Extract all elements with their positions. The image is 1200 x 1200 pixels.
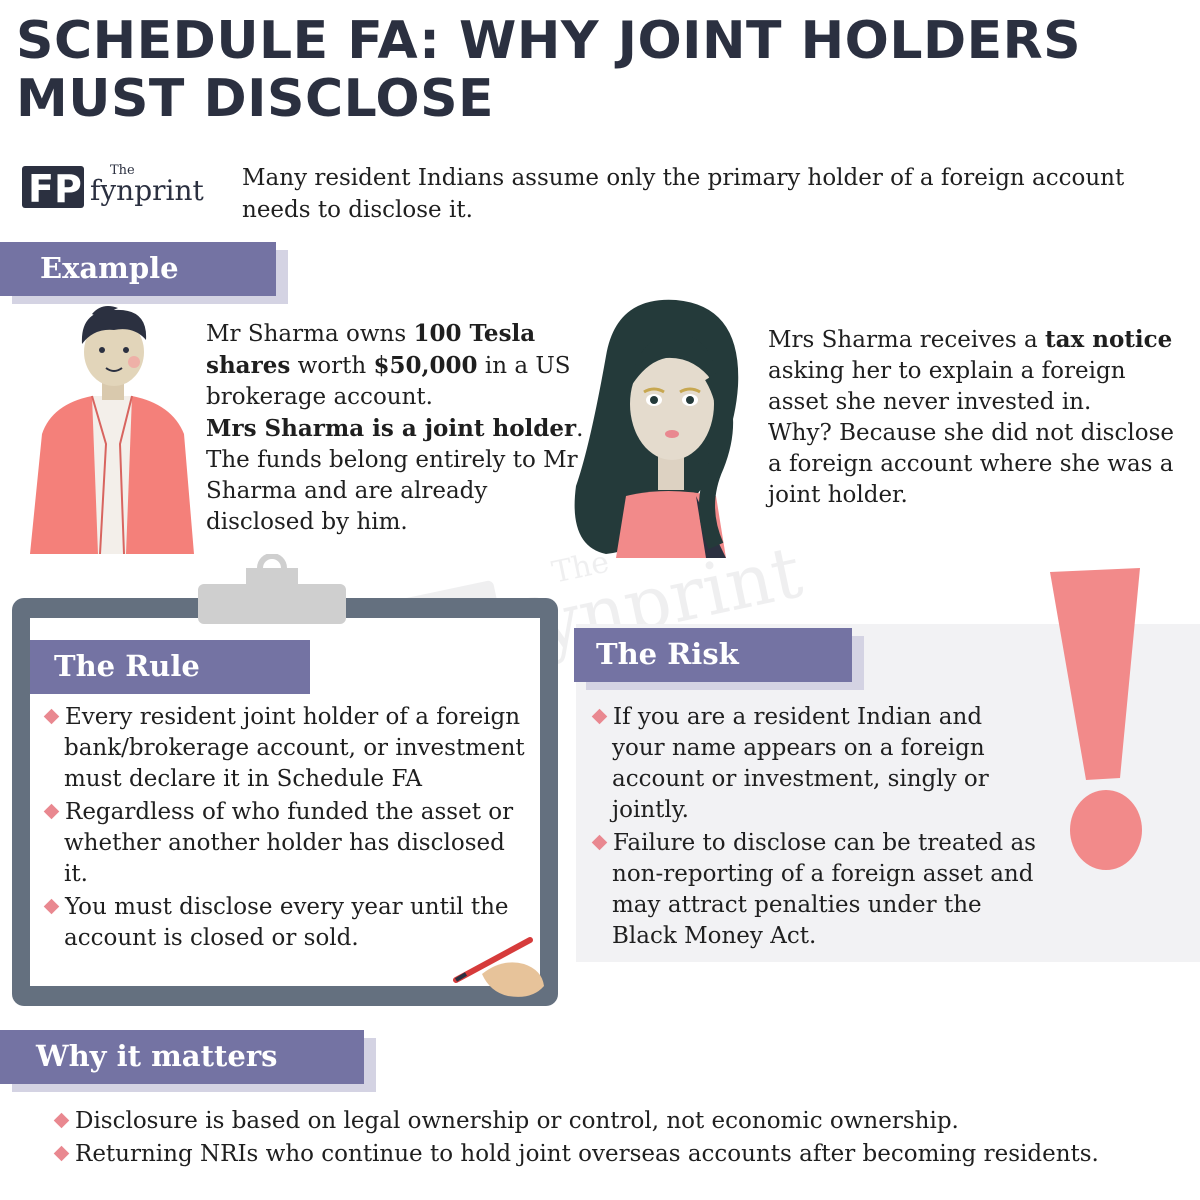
diamond-bullet-icon xyxy=(43,898,60,915)
mr-sharma-text: Mr Sharma owns 100 Tesla shares worth $5… xyxy=(206,320,584,535)
intro-text: Many resident Indians assume only the pr… xyxy=(242,165,1125,223)
risk-list: If you are a resident Indian and your na… xyxy=(588,702,1038,954)
diamond-bullet-icon xyxy=(43,803,60,820)
matters-list: Disclosure is based on legal ownership o… xyxy=(50,1106,1170,1172)
risk-item: Failure to disclose can be treated as no… xyxy=(588,828,1038,952)
diamond-bullet-icon xyxy=(591,708,608,725)
rule-item: Regardless of who funded the asset or wh… xyxy=(40,797,536,890)
diamond-bullet-icon xyxy=(43,708,60,725)
example-heading: Example xyxy=(40,251,179,285)
rule-list: Every resident joint holder of a foreign… xyxy=(40,702,536,956)
rule-heading: The Rule xyxy=(54,649,200,683)
logo-mark: FP xyxy=(28,167,82,211)
rule-item: You must disclose every year until the a… xyxy=(40,892,536,954)
page-title: SCHEDULE FA: WHY JOINT HOLDERS MUST DISC… xyxy=(16,11,1082,129)
matters-item: Disclosure is based on legal ownership o… xyxy=(50,1106,1170,1137)
mr-sharma-illustration xyxy=(22,304,202,560)
matters-heading-tag: Why it matters xyxy=(0,1030,376,1092)
hand-pen-icon xyxy=(452,934,552,1004)
matters-item: Returning NRIs who continue to hold join… xyxy=(50,1139,1170,1170)
mrs-sharma-text: Mrs Sharma receives a tax notice asking … xyxy=(768,326,1174,508)
exclamation-icon xyxy=(1040,568,1160,888)
diamond-bullet-icon xyxy=(53,1145,70,1162)
logo-name: fynprint xyxy=(90,174,205,207)
diamond-bullet-icon xyxy=(53,1112,70,1129)
clipboard-clip-icon xyxy=(198,553,346,624)
fynprint-logo: FP The fynprint xyxy=(20,158,220,214)
rule-item: Every resident joint holder of a foreign… xyxy=(40,702,536,795)
rule-heading-tag: The Rule xyxy=(30,640,310,694)
risk-heading: The Risk xyxy=(596,637,739,671)
matters-heading: Why it matters xyxy=(36,1039,278,1073)
risk-item: If you are a resident Indian and your na… xyxy=(588,702,1038,826)
mrs-sharma-illustration xyxy=(566,296,766,560)
fp-logo-icon: FP The fynprint xyxy=(22,163,205,211)
risk-heading-tag: The Risk xyxy=(574,628,864,690)
logo-small-text: The xyxy=(110,163,135,178)
example-heading-tag: Example xyxy=(0,242,288,304)
diamond-bullet-icon xyxy=(591,834,608,851)
